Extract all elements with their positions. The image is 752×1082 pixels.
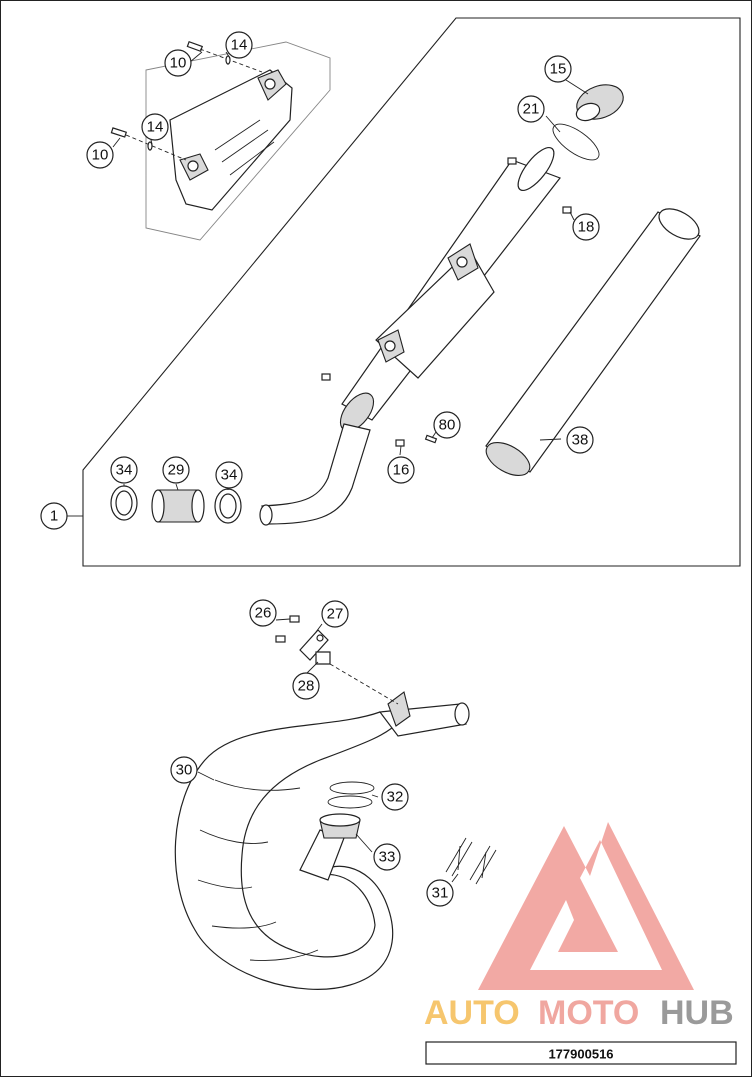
exhaust-manifold-assembly — [174, 691, 470, 990]
svg-text:33: 33 — [379, 849, 396, 866]
leader-lines — [112, 51, 589, 883]
o-ring-32-lower — [327, 795, 373, 809]
callout-80: 80 — [433, 411, 461, 439]
silencer-end-cap — [517, 147, 555, 191]
screw-18-side — [562, 206, 572, 214]
manifold-bracket-tab — [387, 691, 411, 727]
svg-text:14: 14 — [147, 119, 164, 136]
callout-31: 31 — [426, 879, 454, 907]
svg-text:30: 30 — [176, 762, 193, 779]
seal-34-left-inner — [115, 490, 133, 516]
lower-bracket-hole — [187, 160, 199, 172]
svg-text:38: 38 — [572, 432, 589, 449]
spring-31-left — [445, 837, 473, 877]
svg-text:28: 28 — [298, 678, 315, 695]
callout-10-upper: 10 — [164, 49, 192, 77]
upper-bracket-hole — [264, 78, 276, 90]
callout-16: 16 — [387, 456, 415, 484]
exhaust-manifold-30 — [174, 711, 399, 990]
callout-26: 26 — [249, 599, 277, 627]
callout-34-left: 34 — [110, 456, 138, 484]
watermark-hub: HUB — [660, 994, 734, 1032]
callouts: 1 10 14 10 14 15 21 18 80 16 38 34 29 34… — [40, 31, 600, 907]
mounting-detail-view — [110, 40, 331, 241]
callout-1: 1 — [40, 502, 68, 530]
spring-31-right — [469, 845, 497, 885]
sleeve-29-end-right — [191, 489, 205, 523]
drawing-number-box — [425, 1041, 737, 1065]
bolt-10-lower — [110, 127, 128, 138]
watermark-logo — [478, 822, 694, 990]
svg-text:10: 10 — [170, 55, 187, 72]
silencer-mount-bracket — [375, 249, 495, 379]
svg-text:16: 16 — [393, 462, 410, 479]
callout-18: 18 — [572, 213, 600, 241]
watermark-moto: MOTO — [538, 994, 639, 1032]
screw-26-upper — [289, 615, 300, 623]
screw-18-top — [507, 157, 517, 165]
connecting-pipe — [261, 423, 371, 525]
inlet-seal-33-top — [319, 813, 361, 827]
o-ring-32-upper — [329, 781, 375, 795]
svg-text:32: 32 — [387, 789, 404, 806]
svg-text:34: 34 — [221, 467, 238, 484]
screw-16 — [395, 439, 405, 447]
bolt-axis-lower — [125, 134, 187, 161]
spring-80 — [424, 434, 438, 444]
svg-text:27: 27 — [327, 606, 344, 623]
svg-text:21: 21 — [523, 101, 540, 118]
silencer-group-outline — [82, 17, 741, 567]
svg-text:1: 1 — [50, 508, 58, 525]
watermark-auto: AUTO — [424, 994, 520, 1032]
callout-29: 29 — [162, 456, 190, 484]
connecting-pipe-end — [259, 504, 273, 526]
callout-21: 21 — [517, 95, 545, 123]
end-cap-opening — [575, 102, 601, 122]
manifold-weld-seams — [197, 779, 319, 961]
watermark-triangle-icon — [478, 822, 694, 990]
bracket-27-hole — [316, 634, 324, 642]
callout-27: 27 — [321, 600, 349, 628]
o-ring-21 — [552, 123, 600, 161]
callout-32: 32 — [381, 783, 409, 811]
washer-14-upper — [225, 55, 231, 65]
upper-mount-hole — [456, 256, 468, 268]
svg-text:34: 34 — [116, 462, 133, 479]
sleeve-top-end — [658, 208, 700, 240]
svg-text:18: 18 — [578, 219, 595, 236]
svg-text:80: 80 — [439, 417, 456, 434]
sleeve-bottom-end — [485, 441, 531, 477]
callout-15: 15 — [544, 55, 572, 83]
bracket-ribs — [214, 119, 275, 176]
silencer-assembly — [321, 147, 572, 447]
callout-28: 28 — [292, 672, 320, 700]
svg-text:10: 10 — [92, 147, 109, 164]
svg-text:31: 31 — [432, 885, 449, 902]
callout-34-right: 34 — [215, 461, 243, 489]
frame-tube-ghost — [145, 41, 331, 241]
callout-30: 30 — [170, 756, 198, 784]
washer-14-lower — [147, 141, 153, 151]
drawing-number: 177900516 — [548, 1047, 613, 1062]
callout-14-upper: 14 — [225, 31, 253, 59]
svg-text:14: 14 — [231, 37, 248, 54]
callout-33: 33 — [373, 843, 401, 871]
svg-text:15: 15 — [550, 61, 567, 78]
seal-34-right-inner — [219, 493, 237, 519]
callout-10-lower: 10 — [86, 141, 114, 169]
svg-text:26: 26 — [255, 605, 272, 622]
watermark-text: AUTO MOTO HUB — [424, 994, 734, 1032]
bolt-10-upper — [186, 40, 204, 52]
lower-mount-hole — [384, 340, 396, 352]
callout-14-lower: 14 — [141, 113, 169, 141]
callout-38: 38 — [566, 426, 594, 454]
svg-text:29: 29 — [168, 462, 185, 479]
sleeve-29-end-left — [151, 489, 165, 523]
screw-silencer-left — [321, 373, 331, 381]
manifold-outlet-end — [454, 702, 470, 726]
screw-26-lower — [275, 635, 286, 643]
clip-28-axis — [329, 663, 399, 705]
